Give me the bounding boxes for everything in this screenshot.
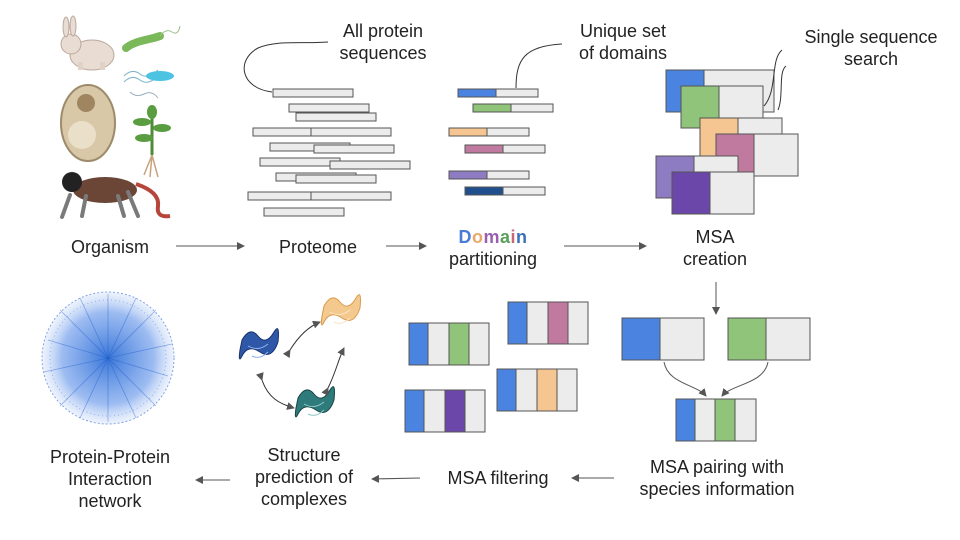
msa-filtering-label: MSA filtering [447, 468, 549, 488]
callout-line-search [763, 49, 787, 111]
ppi-network-label: Protein-Protein Interaction network [30, 446, 190, 512]
msa-creation-line2: creation [682, 249, 748, 269]
protein-structure-icon [238, 294, 361, 418]
single-sequence-search-callout: Single sequence search [786, 26, 956, 70]
domain-letter: n [516, 227, 528, 247]
partitioning-word: partitioning [448, 249, 538, 269]
bacteria-icon [122, 25, 181, 99]
network-icon [41, 291, 175, 425]
rabbit-icon [60, 15, 115, 71]
proteome-label: Proteome [278, 237, 358, 257]
unique-domains-callout: Unique set of domains [558, 20, 688, 64]
callout-domains-line2: of domains [578, 43, 668, 63]
structure-line1: Structure [267, 445, 341, 465]
domain-word: Domain [428, 226, 558, 248]
msa-creation-line1: MSA [695, 227, 735, 247]
msa-stack [655, 69, 799, 215]
domain-letter: o [471, 227, 484, 247]
callout-domains-line1: Unique set [579, 21, 667, 41]
all-protein-sequences-callout: All protein sequences [318, 20, 448, 64]
structure-line2: prediction of [254, 467, 354, 487]
msa-creation-label: MSA creation [660, 226, 770, 270]
callout-search-line2: search [843, 49, 899, 69]
domain-bars [448, 88, 554, 196]
domain-letter: i [510, 227, 517, 247]
domain-partitioning-label: Domain partitioning [428, 226, 558, 270]
domain-letter: a [499, 227, 511, 247]
plant-icon [133, 105, 171, 178]
ppi-line2: Interaction [67, 469, 153, 489]
msa-pairing-line1: MSA pairing with [649, 457, 785, 477]
callout-search-line1: Single sequence [804, 27, 938, 47]
msa-pairing-boxes [621, 317, 811, 442]
msa-pairing-line2: species information [639, 479, 795, 499]
domain-letter: D [458, 227, 472, 247]
monkey-icon [60, 172, 171, 219]
structure-line3: complexes [260, 489, 348, 509]
cell-icon [60, 84, 116, 162]
callout-sequences-line1: All protein [342, 21, 424, 41]
callout-line-domains [515, 43, 563, 89]
protein-sequence-bars [247, 88, 411, 217]
msa-filter-boxes [404, 301, 589, 433]
ppi-line3: network [78, 491, 142, 511]
organism-label: Organism [70, 237, 150, 257]
domain-letter: m [483, 227, 500, 247]
structure-prediction-label: Structure prediction of complexes [234, 444, 374, 510]
ppi-line1: Protein-Protein [49, 447, 171, 467]
flow-arrows [176, 242, 720, 484]
msa-pairing-label: MSA pairing with species information [612, 456, 822, 500]
callout-sequences-line2: sequences [339, 43, 427, 63]
callout-line-sequences [243, 41, 329, 93]
